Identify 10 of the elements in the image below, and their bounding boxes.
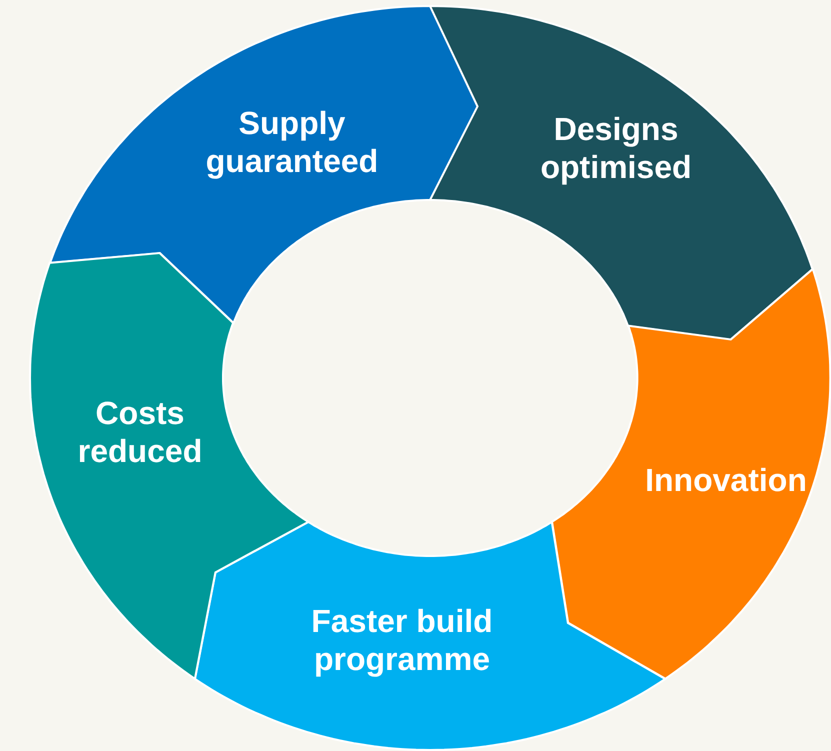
segment-label: Designs optimised bbox=[539, 110, 693, 186]
cycle-segment bbox=[194, 522, 666, 750]
cycle-segment bbox=[430, 6, 813, 340]
segment-label: Faster build programme bbox=[310, 602, 494, 678]
cycle-segment bbox=[552, 269, 830, 679]
cycle-segment bbox=[50, 6, 478, 323]
segment-label: Supply guaranteed bbox=[204, 104, 380, 180]
segment-label: Innovation bbox=[644, 460, 808, 499]
cycle-segment bbox=[30, 253, 308, 679]
segment-label: Costs reduced bbox=[76, 394, 204, 470]
